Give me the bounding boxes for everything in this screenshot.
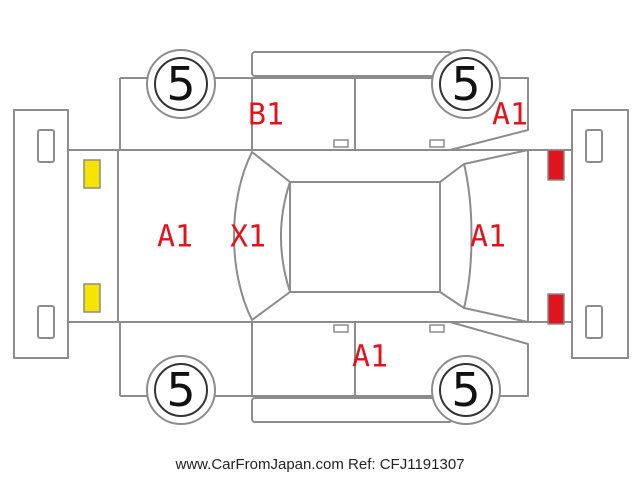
wheel-rear-right: 5 [431,355,501,425]
footer-reference: www.CarFromJapan.com Ref: CFJ1191307 [0,456,640,473]
footer-ref: Ref: CFJ1191307 [348,456,465,473]
footer-site: www.CarFromJapan.com [175,456,344,473]
tire-label-rear-right: 5 [451,363,480,417]
fog-lamp-upper [83,159,101,189]
damage-label-front-bonnet: A1 [157,220,193,255]
car-body-top [67,149,573,323]
tire-label-front-left: 5 [166,57,195,111]
wheel-front-left: 5 [146,49,216,119]
damage-label-windshield: X1 [230,220,266,255]
wheel-rear-left: 5 [146,355,216,425]
tire-label-front-right: 5 [451,57,480,111]
rear-bumper [571,109,629,359]
damage-label-rear-trunk: A1 [470,220,506,255]
tail-lamp-lower [547,293,565,325]
fog-lamp-lower [83,283,101,313]
front-bumper [13,109,69,359]
damage-label-top-right-quarter: A1 [492,98,528,133]
tail-lamp-upper [547,149,565,181]
damage-label-bottom-rear-door: A1 [352,340,388,375]
wheel-front-right: 5 [431,49,501,119]
damage-label-top-front-door: B1 [248,98,284,133]
tire-label-rear-left: 5 [166,363,195,417]
